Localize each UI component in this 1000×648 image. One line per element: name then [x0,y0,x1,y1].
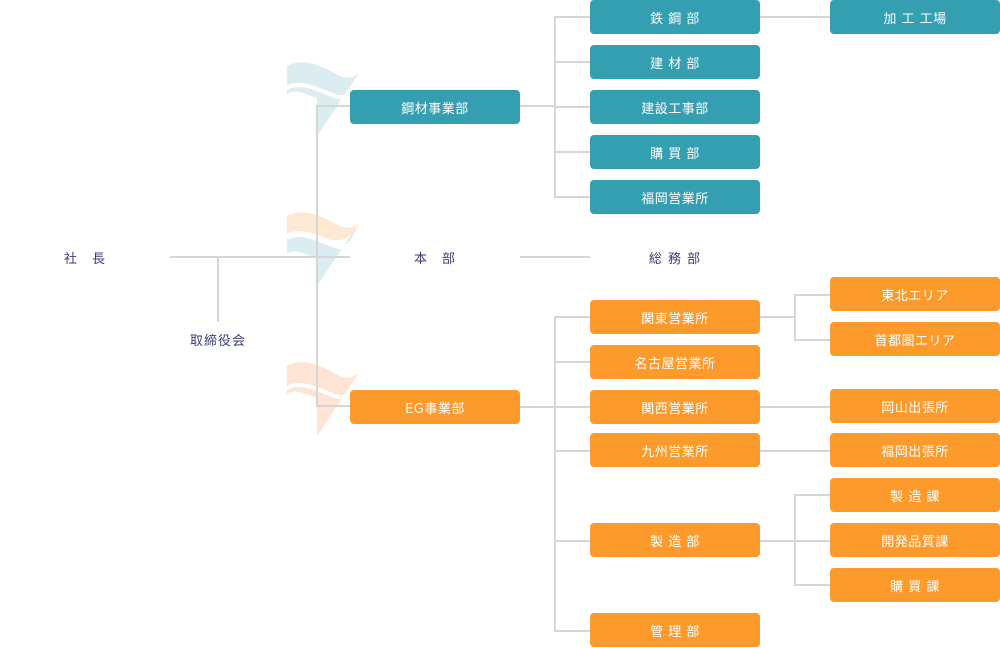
connector [520,256,590,258]
connector [316,405,350,407]
connector [217,256,219,322]
connector [760,16,830,18]
node-fukuoka-branch[interactable]: 福岡出張所 [830,433,1000,467]
connector [760,406,830,408]
node-purchasing-section[interactable]: 購 買 課 [830,568,1000,602]
connector [554,316,590,318]
connector [520,406,555,408]
node-manufacturing-section[interactable]: 製 造 課 [830,478,1000,512]
connector [316,105,318,407]
node-nagoya-office[interactable]: 名古屋営業所 [590,345,760,379]
connector [554,630,590,632]
connector [794,294,830,296]
connector [554,450,590,452]
node-building-materials-dept[interactable]: 建 材 部 [590,45,760,79]
node-general-affairs: 総 務 部 [648,251,702,267]
connector [554,406,590,408]
node-administration-dept[interactable]: 管 理 部 [590,613,760,647]
connector [554,16,590,18]
connector [794,494,830,496]
connector [760,316,795,318]
connector [170,256,350,258]
node-fukuoka-office[interactable]: 福岡営業所 [590,180,760,214]
node-shutoken-area[interactable]: 首都圏エリア [830,322,1000,356]
connector [554,540,590,542]
connector [794,339,830,341]
flag-icon-steel [286,62,363,136]
node-tohoku-area[interactable]: 東北エリア [830,277,1000,311]
connector [520,105,555,107]
connector [794,294,796,340]
node-processing-plant[interactable]: 加 工 工場 [830,0,1000,34]
node-steel-division[interactable]: 鋼材事業部 [350,90,520,124]
connector [316,105,350,107]
connector [554,361,590,363]
connector [794,494,796,585]
node-steel-dept[interactable]: 鉄 鋼 部 [590,0,760,34]
node-purchasing-dept[interactable]: 購 買 部 [590,135,760,169]
connector [760,450,830,452]
node-manufacturing-dept[interactable]: 製 造 部 [590,523,760,557]
node-eg-division[interactable]: EG事業部 [350,390,520,424]
node-board: 取締役会 [189,333,246,349]
node-president: 社 長 [63,251,106,267]
node-okayama-branch[interactable]: 岡山出張所 [830,389,1000,423]
node-construction-dept[interactable]: 建設工事部 [590,90,760,124]
node-development-quality-section[interactable]: 開発品質課 [830,523,1000,557]
connector [554,151,590,153]
node-kanto-office[interactable]: 関東営業所 [590,300,760,334]
connector [554,316,556,631]
node-kyushu-office[interactable]: 九州営業所 [590,433,760,467]
node-headquarters: 本 部 [413,251,456,267]
connector [554,61,590,63]
flag-icon-eg [286,362,363,436]
node-kansai-office[interactable]: 関西営業所 [590,390,760,424]
connector [794,584,830,586]
connector [554,106,590,108]
connector [554,196,590,198]
flag-icon-hq [286,212,363,286]
